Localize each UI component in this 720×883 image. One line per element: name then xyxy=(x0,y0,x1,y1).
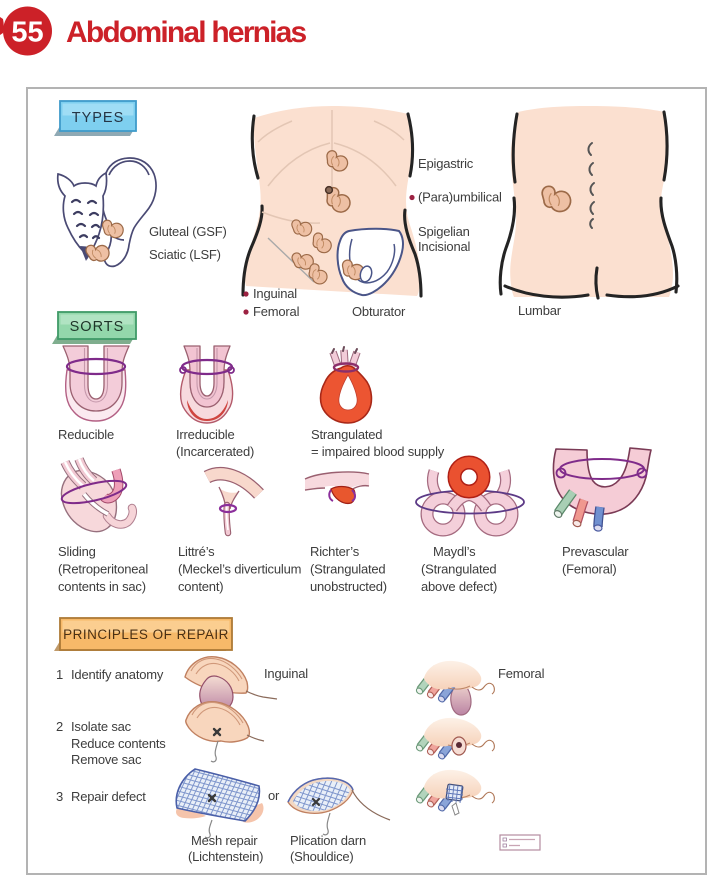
svg-text:content): content) xyxy=(178,579,223,594)
svg-text:(Lichtenstein): (Lichtenstein) xyxy=(188,849,263,864)
svg-text:Abdominal hernias: Abdominal hernias xyxy=(66,16,307,49)
svg-text:Spigelian: Spigelian xyxy=(418,224,470,239)
svg-text:Femoral: Femoral xyxy=(498,666,545,681)
svg-text:(Strangulated: (Strangulated xyxy=(310,562,385,577)
svg-text:Richter’s: Richter’s xyxy=(310,544,360,559)
svg-text:SORTS: SORTS xyxy=(70,319,125,335)
svg-text:unobstructed): unobstructed) xyxy=(310,579,387,594)
svg-text:Isolate sac: Isolate sac xyxy=(71,719,132,734)
svg-text:= impaired blood supply: = impaired blood supply xyxy=(311,444,445,459)
svg-text:(Femoral): (Femoral) xyxy=(562,562,617,577)
svg-text:Obturator: Obturator xyxy=(352,304,406,319)
svg-text:Prevascular: Prevascular xyxy=(562,544,629,559)
svg-text:Strangulated: Strangulated xyxy=(311,427,382,442)
svg-text:contents in sac): contents in sac) xyxy=(58,579,146,594)
svg-text:(Shouldice): (Shouldice) xyxy=(290,849,354,864)
svg-text:Maydl’s: Maydl’s xyxy=(433,544,476,559)
svg-text:Mesh repair: Mesh repair xyxy=(191,833,258,848)
svg-text:55: 55 xyxy=(11,17,43,49)
svg-text:PRINCIPLES OF REPAIR: PRINCIPLES OF REPAIR xyxy=(63,627,229,642)
svg-text:Littré’s: Littré’s xyxy=(178,544,215,559)
svg-text:3: 3 xyxy=(56,789,63,804)
svg-text:Repair defect: Repair defect xyxy=(71,789,146,804)
svg-text:(Para)umbilical: (Para)umbilical xyxy=(418,190,502,205)
svg-text:Femoral: Femoral xyxy=(253,304,300,319)
svg-text:Gluteal (GSF): Gluteal (GSF) xyxy=(149,224,227,239)
svg-text:Inguinal: Inguinal xyxy=(253,286,297,301)
svg-text:Lumbar: Lumbar xyxy=(518,303,562,318)
svg-text:Plication darn: Plication darn xyxy=(290,833,366,848)
svg-text:Incisional: Incisional xyxy=(418,239,471,254)
svg-text:Inguinal: Inguinal xyxy=(264,666,308,681)
svg-text:(Retroperitoneal: (Retroperitoneal xyxy=(58,562,148,577)
svg-text:Epigastric: Epigastric xyxy=(418,156,474,171)
svg-text:Identify anatomy: Identify anatomy xyxy=(71,667,164,682)
svg-text:Reducible: Reducible xyxy=(58,427,114,442)
svg-text:Sciatic (LSF): Sciatic (LSF) xyxy=(149,247,221,262)
svg-text:Irreducible: Irreducible xyxy=(176,427,235,442)
svg-text:TYPES: TYPES xyxy=(72,110,125,126)
svg-text:(Incarcerated): (Incarcerated) xyxy=(176,444,254,459)
svg-text:(Meckel’s diverticulum: (Meckel’s diverticulum xyxy=(178,562,301,577)
svg-text:above defect): above defect) xyxy=(421,579,497,594)
svg-text:Reduce contents: Reduce contents xyxy=(71,736,166,751)
svg-text:(Strangulated: (Strangulated xyxy=(421,562,496,577)
svg-text:Remove sac: Remove sac xyxy=(71,752,142,767)
svg-text:1: 1 xyxy=(56,667,63,682)
svg-text:Sliding: Sliding xyxy=(58,544,96,559)
svg-text:or: or xyxy=(268,788,280,803)
svg-text:2: 2 xyxy=(56,719,63,734)
